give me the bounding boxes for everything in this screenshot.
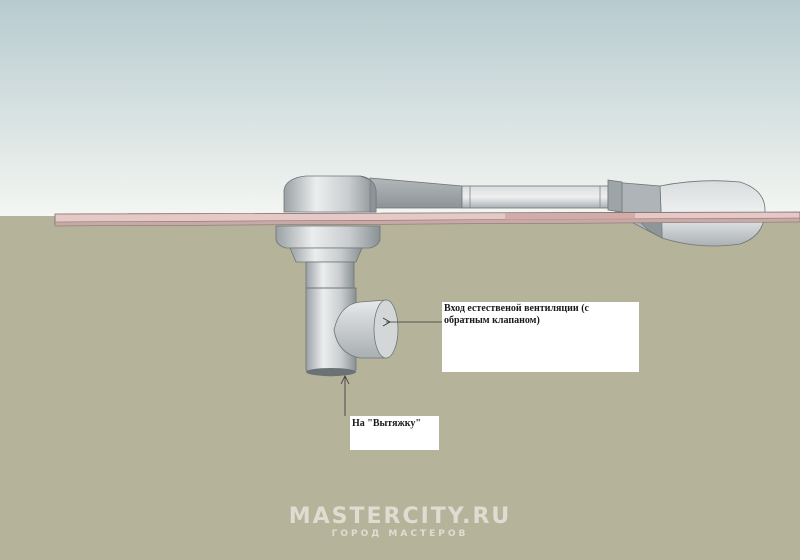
leader-exhaust bbox=[340, 375, 350, 416]
elbow-fitting bbox=[283, 175, 377, 213]
callout-exhaust: На "Вытяжку" bbox=[350, 416, 439, 450]
watermark-main: MASTERCITY.RU bbox=[288, 504, 512, 529]
tee-fitting bbox=[305, 287, 399, 377]
leader-intake bbox=[382, 317, 442, 327]
ground bbox=[0, 216, 800, 560]
callout-intake: Вход естественой вентиляции (с обратным … bbox=[442, 302, 639, 372]
horizontal-duct bbox=[369, 177, 623, 213]
floor-slab bbox=[54, 211, 800, 227]
watermark-sub: ГОРОД МАСТЕРОВ bbox=[331, 529, 469, 539]
sky bbox=[0, 0, 800, 216]
vertical-pipe bbox=[275, 225, 381, 289]
